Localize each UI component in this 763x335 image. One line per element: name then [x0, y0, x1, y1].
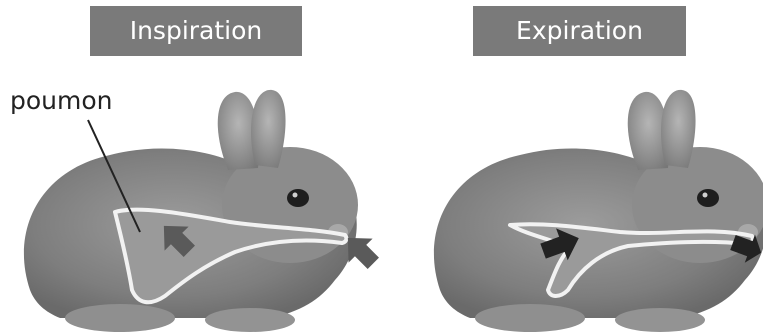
rabbit-expiration — [434, 90, 763, 332]
lung-label: poumon — [10, 86, 113, 115]
panel-title-inspiration: Inspiration — [90, 6, 302, 56]
rabbit-inspiration — [24, 90, 358, 332]
panel-title-expiration: Expiration — [473, 6, 686, 56]
